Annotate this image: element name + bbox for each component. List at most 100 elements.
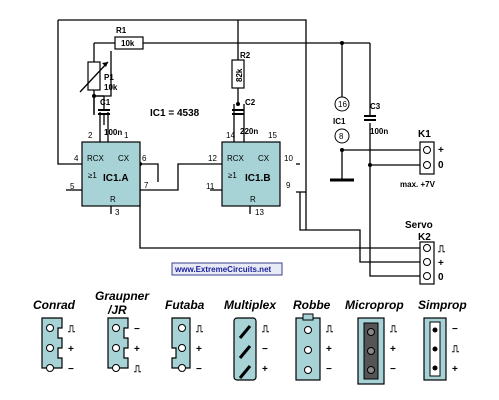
capacitor-c2: C2 220n bbox=[232, 98, 258, 136]
c2-name: C2 bbox=[245, 98, 256, 107]
k1-note: max. +7V bbox=[400, 180, 436, 189]
website-banner[interactable]: www.ExtremeCircuits.net bbox=[171, 262, 283, 276]
connector-futaba: Futaba ⎍ + − bbox=[165, 298, 205, 375]
multiplex-name: Multiplex bbox=[224, 298, 277, 312]
ic1a-name: IC1.A bbox=[103, 173, 129, 184]
capacitor-c1: C1 100n bbox=[94, 95, 122, 137]
graupner-name-1: Graupner bbox=[95, 289, 150, 303]
ic1b-cx-label: CX bbox=[258, 154, 270, 163]
svg-text:⎍: ⎍ bbox=[195, 324, 204, 335]
ic1b-pin15: 15 bbox=[268, 131, 277, 140]
k2-pulse-label: ⎍ bbox=[437, 244, 446, 255]
r1-name: R1 bbox=[116, 26, 127, 35]
ic1-supply-name: IC1 bbox=[333, 117, 346, 126]
k1-zero-label: 0 bbox=[438, 160, 444, 171]
graupner-name-2: /JR bbox=[107, 303, 127, 317]
k2-title: Servo bbox=[405, 220, 433, 231]
futaba-name: Futaba bbox=[165, 298, 205, 312]
k1-plus-label: + bbox=[438, 145, 444, 156]
c3-name: C3 bbox=[370, 102, 381, 111]
k2-plus-label: + bbox=[438, 258, 444, 269]
c3-value: 100n bbox=[370, 127, 388, 136]
svg-text:+: + bbox=[390, 344, 396, 355]
svg-text:−: − bbox=[134, 324, 140, 335]
ic1a-pin3: 3 bbox=[115, 208, 120, 217]
svg-text:⎍: ⎍ bbox=[451, 344, 460, 355]
c1-name: C1 bbox=[100, 98, 111, 107]
connector-robbe: Robbe ⎍ + − bbox=[293, 298, 334, 381]
svg-text:+: + bbox=[262, 364, 268, 375]
svg-text:+: + bbox=[452, 364, 458, 375]
ic1b-pin10: 10 bbox=[284, 154, 293, 163]
robbe-name: Robbe bbox=[293, 298, 331, 312]
ic1-supply: 16 IC1 8 bbox=[333, 96, 350, 144]
k2-servo-connector: Servo K2 ⎍ + 0 bbox=[405, 220, 446, 285]
k2-zero-label: 0 bbox=[438, 272, 444, 283]
ic1a-pin7: 7 bbox=[144, 181, 149, 190]
k1-name: K1 bbox=[418, 129, 431, 140]
ic1b-gate-label: ≥1 bbox=[228, 171, 237, 180]
c1-value: 100n bbox=[104, 128, 122, 137]
ic1a-pin4: 4 bbox=[74, 154, 79, 163]
svg-text:+: + bbox=[68, 344, 74, 355]
conrad-name: Conrad bbox=[33, 298, 76, 312]
ic1a-pin1: 1 bbox=[124, 131, 129, 140]
svg-text:−: − bbox=[196, 364, 202, 375]
svg-text:−: − bbox=[452, 324, 458, 335]
svg-text:⎍: ⎍ bbox=[67, 324, 76, 335]
ic1b-rcx-label: RCX bbox=[227, 154, 245, 163]
svg-text:−: − bbox=[262, 344, 268, 355]
resistor-r2: R2 82k bbox=[231, 51, 251, 89]
junctions bbox=[92, 41, 372, 167]
capacitor-c3: C3 100n bbox=[364, 102, 388, 136]
ic1a-cx-label: CX bbox=[118, 154, 130, 163]
svg-text:−: − bbox=[68, 364, 74, 375]
ic1a-rcx-label: RCX bbox=[87, 154, 105, 163]
ic1-pin8: 8 bbox=[339, 132, 344, 141]
ic1a-pin5: 5 bbox=[70, 182, 75, 191]
ic1a-reset-label: R bbox=[110, 195, 116, 204]
microprop-name: Microprop bbox=[345, 298, 404, 312]
ic1a-pin6: 6 bbox=[142, 154, 147, 163]
svg-text:−: − bbox=[326, 364, 332, 375]
ic1a-gate-label: ≥1 bbox=[88, 171, 97, 180]
ic-note: IC1 = 4538 bbox=[150, 108, 200, 119]
svg-text:−: − bbox=[390, 364, 396, 375]
ic1a-chip: RCX CX ≥1 IC1.A R 2 1 4 6 5 7 3 bbox=[70, 131, 149, 217]
connector-conrad: Conrad ⎍ + − bbox=[33, 298, 76, 375]
wires bbox=[57, 19, 420, 277]
p1-name: P1 bbox=[104, 73, 114, 82]
ic1-pin16: 16 bbox=[338, 100, 347, 109]
resistor-r1: R1 10k bbox=[114, 26, 144, 50]
ic1b-pin12: 12 bbox=[208, 154, 217, 163]
connector-microprop: Microprop ⎍ + − bbox=[345, 298, 404, 385]
k1-connector: K1 + 0 max. +7V bbox=[400, 129, 444, 189]
website-link: www.ExtremeCircuits.net bbox=[174, 265, 272, 274]
svg-text:⎍: ⎍ bbox=[325, 324, 334, 335]
connector-multiplex: Multiplex ⎍ − + bbox=[224, 298, 277, 381]
ic1b-chip: RCX CX ≥1 IC1.B R 14 15 12 10 11 9 13 bbox=[206, 131, 293, 217]
ic1b-name: IC1.B bbox=[245, 173, 271, 184]
ic1a-pin2: 2 bbox=[88, 131, 93, 140]
connector-graupner: Graupner /JR − + ⎍ bbox=[95, 289, 150, 375]
connector-pinouts: Conrad ⎍ + − Graupner /JR − + ⎍ Futaba bbox=[33, 289, 467, 385]
ic1b-reset-label: R bbox=[250, 195, 256, 204]
k2-name: K2 bbox=[418, 232, 431, 243]
svg-text:⎍: ⎍ bbox=[133, 364, 142, 375]
connector-simprop: Simprop − ⎍ + bbox=[418, 298, 467, 381]
c2-value: 220n bbox=[240, 127, 258, 136]
svg-text:⎍: ⎍ bbox=[389, 324, 398, 335]
svg-text:+: + bbox=[134, 344, 140, 355]
r1-value: 10k bbox=[121, 39, 135, 48]
svg-text:+: + bbox=[326, 344, 332, 355]
p1-value: 10k bbox=[104, 83, 118, 92]
ic1b-pin14: 14 bbox=[226, 131, 235, 140]
svg-text:+: + bbox=[196, 344, 202, 355]
ic1b-pin13: 13 bbox=[255, 208, 264, 217]
r2-value: 82k bbox=[235, 68, 244, 82]
svg-text:⎍: ⎍ bbox=[261, 324, 270, 335]
simprop-name: Simprop bbox=[418, 298, 467, 312]
potentiometer-p1: P1 10k bbox=[79, 61, 118, 93]
ic1b-pin9: 9 bbox=[286, 181, 291, 190]
